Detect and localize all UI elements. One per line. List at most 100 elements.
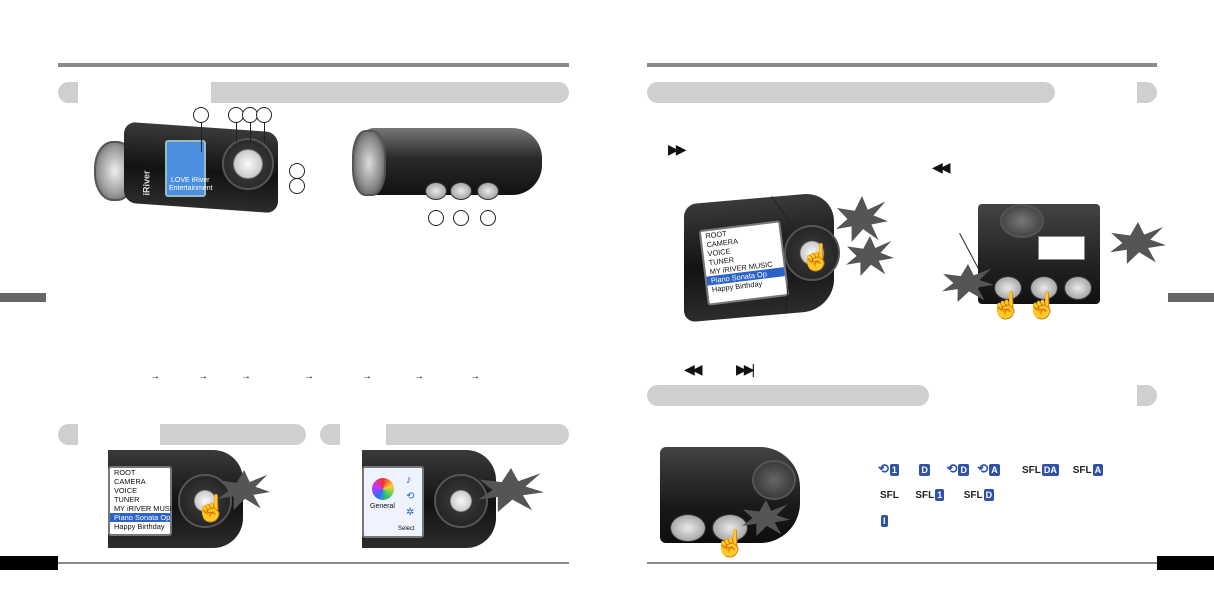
callout-lead-4	[264, 122, 265, 142]
stop-rec-button[interactable]	[994, 276, 1022, 300]
hand-press-icon: ☝	[714, 528, 747, 558]
callout-lead-1	[201, 122, 202, 152]
file-item[interactable]: MY iRIVER MUSIC	[114, 504, 178, 513]
repeat-icon[interactable]: ⟲	[406, 491, 415, 502]
mode-chip: I	[881, 515, 888, 527]
speaker-grille	[1000, 204, 1044, 238]
main-menu-screen: General ♪ ⟲ ✲ Select	[362, 466, 424, 538]
shuffle-label: SFL	[1072, 465, 1092, 476]
right-arrow-icon: →	[198, 371, 208, 382]
press-burst-icon	[846, 236, 894, 276]
memo-rec-button[interactable]	[1030, 276, 1058, 300]
press-burst-icon	[1110, 222, 1166, 264]
left-page-side-tab	[0, 293, 46, 302]
general-menu-icon[interactable]	[372, 478, 394, 500]
skip-next-icon: ▶▶|	[736, 361, 755, 377]
device-side-body	[360, 128, 542, 195]
callout-circle-7	[428, 210, 444, 226]
label-callout-box	[1038, 236, 1085, 260]
settings-icon[interactable]: ✲	[406, 507, 415, 518]
callout-circle-4	[256, 107, 272, 123]
file-item-selected[interactable]: Piano Sonata Op	[110, 513, 170, 522]
navigation-wheel[interactable]	[222, 138, 274, 190]
device-lcd-screen: LOVE iRiver Entertainment	[165, 140, 213, 197]
left-header-rule	[58, 63, 569, 67]
speaker-grille	[752, 460, 796, 500]
rewind-icon: ◀◀	[684, 361, 702, 377]
right-arrow-icon: →	[414, 371, 424, 382]
mode-rec-button[interactable]	[1064, 276, 1092, 300]
file-browser-screen: ROOT CAMERA VOICE TUNER MY iRIVER MUSIC …	[108, 466, 178, 536]
callout-lead-3	[250, 122, 251, 142]
right-arrow-icon: →	[304, 371, 314, 382]
general-menu-label: General	[370, 503, 395, 510]
brand-logo-text: iRiver	[141, 170, 152, 196]
right-header-rule	[647, 63, 1157, 67]
mode-chip: D	[919, 464, 930, 476]
hand-press-icon: ☝	[1026, 290, 1059, 320]
section-header-bar	[647, 385, 929, 406]
right-arrow-icon: →	[150, 371, 160, 382]
memo-rec-button[interactable]	[670, 514, 706, 542]
repeat-icon: ⟲	[878, 461, 889, 476]
side-button-1[interactable]	[425, 182, 447, 200]
shuffle-label: SFL	[1021, 465, 1041, 476]
left-footer-rule	[58, 562, 569, 564]
callout-circle-5	[289, 163, 305, 179]
shuffle-label: SFL	[880, 490, 899, 501]
section-header-endcap	[1137, 385, 1157, 406]
right-page-side-tab	[1168, 293, 1214, 302]
file-item[interactable]: ROOT	[114, 468, 136, 477]
right-arrow-icon: →	[241, 371, 251, 382]
shuffle-label: SFL	[915, 490, 935, 501]
callout-circle-1	[193, 107, 209, 123]
callout-circle-9	[480, 210, 496, 226]
section-header-endcap	[1137, 82, 1157, 103]
callout-circle-8	[453, 210, 469, 226]
right-footer-rule	[647, 562, 1157, 564]
section-header-bar	[647, 82, 1055, 103]
callout-lead-2	[236, 122, 237, 142]
pointer-line	[959, 233, 979, 269]
mode-chip: 1	[935, 489, 945, 501]
navigation-wheel[interactable]	[784, 225, 840, 281]
file-item[interactable]: Happy Birthday	[114, 522, 165, 531]
shuffle-label: SFL	[963, 490, 983, 501]
callout-circle-6	[289, 178, 305, 194]
fast-forward-icon: ▶▶	[668, 141, 686, 157]
navigation-wheel[interactable]	[434, 474, 488, 528]
left-page-number-block	[0, 556, 58, 570]
mode-chip: 1	[889, 464, 899, 476]
file-item[interactable]: VOICE	[114, 486, 137, 495]
right-page-number-block	[1157, 556, 1214, 570]
right-arrow-icon: →	[470, 371, 480, 382]
hand-press-icon: ☝	[990, 290, 1023, 320]
right-arrow-icon: →	[362, 371, 372, 382]
music-note-icon[interactable]: ♪	[406, 474, 412, 486]
mode-chip: A	[1092, 464, 1104, 476]
subsection-header-tab-left	[78, 424, 160, 445]
side-view-knob	[352, 130, 386, 196]
mode-rec-button[interactable]	[712, 514, 748, 542]
file-browser-screen: ROOT CAMERA VOICE TUNER MY iRIVER MUSIC …	[698, 220, 790, 306]
file-item[interactable]: TUNER	[114, 495, 140, 504]
select-label: Select	[398, 526, 415, 532]
mode-chip: A	[989, 464, 1000, 476]
file-item[interactable]: CAMERA	[114, 477, 146, 486]
rewind-icon: ◀◀	[932, 159, 950, 175]
repeat-icon: ⟲	[977, 461, 989, 476]
hand-press-icon: ☝	[800, 242, 833, 272]
lcd-line-1: LOVE iRiver	[171, 177, 210, 184]
repeat-mode-row-3: I	[880, 515, 888, 529]
hand-press-icon: ☝	[195, 493, 228, 523]
mode-chip: DA	[1041, 464, 1059, 476]
mode-chip: D	[958, 464, 969, 476]
repeat-icon: ⟲	[946, 461, 958, 476]
mode-chip: D	[983, 489, 995, 501]
side-button-2[interactable]	[450, 182, 472, 200]
subsection-header-tab-right	[340, 424, 386, 445]
lcd-line-2: Entertainment	[169, 185, 213, 192]
side-button-3[interactable]	[477, 182, 499, 200]
